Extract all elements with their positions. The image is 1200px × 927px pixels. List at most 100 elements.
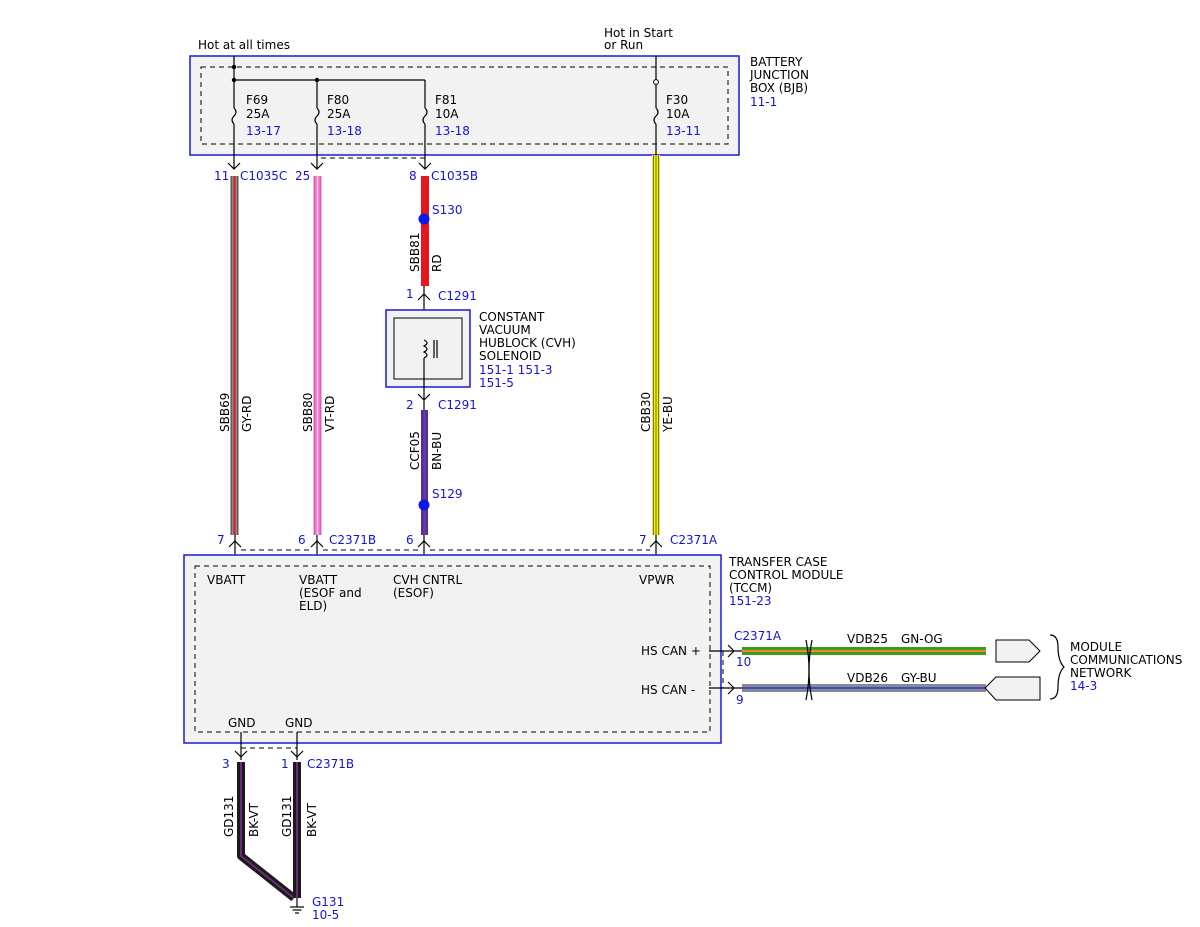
wire-sbb80-color: VT-RD [323,396,337,432]
gnd-b-label: GND [285,716,313,730]
bjb-title-1: BATTERY [750,55,803,69]
connector-chevron-icon [227,162,432,170]
tccm-pin-vbatt-esof: 6 [298,533,306,547]
network-arrow-minus-icon [984,676,1041,701]
tccm-pin-cvh: 6 [406,533,414,547]
wire-sbb81-color: RD [430,254,444,272]
splice-s129-label: S129 [432,487,463,501]
fuse-icon [231,107,659,125]
fuse-f30-rating: 10A [666,107,690,121]
tccm-pin-vpwr: 7 [639,533,647,547]
tccm-ref: 151-23 [729,594,772,608]
fuse-f80-rating: 25A [327,107,351,121]
pin-25: 25 [295,169,310,183]
splice-s130-label: S130 [432,203,463,217]
fuse-f81-name: F81 [435,93,457,107]
wire-ccf05 [421,410,428,535]
wire-vdb26-circuit: VDB26 [847,671,888,685]
tccm-vbatt2-1: VBATT [299,573,338,587]
gnd-a-label: GND [228,716,256,730]
c1291-pin2: 2 [406,398,414,412]
hs-can-plus: HS CAN + [641,644,701,658]
can-connector-label: C2371A [734,629,782,643]
wire-cbb30-circuit: CBB30 [639,392,653,432]
cvh-title-2: VACUUM [479,323,531,337]
network-arrow-plus-icon [995,639,1041,663]
wire-gd131-circuit-b: GD131 [280,796,294,837]
wire-sbb81 [421,176,429,286]
network-brace-icon [1049,634,1065,700]
solenoid-coil-icon [422,339,438,359]
gnd-pin-a: 3 [222,757,230,771]
c1291-label-bottom: C1291 [438,398,477,412]
wire-ccf05-color: BN-BU [430,432,444,470]
wire-vdb26-color: GY-BU [901,671,937,685]
fuse-f30-ref: 13-11 [666,124,701,138]
bjb-title-3: BOX (BJB) [750,81,808,95]
splice-s130-icon [418,213,430,225]
wire-cbb30 [652,155,660,535]
network-label-3: NETWORK [1070,666,1133,680]
cvh-solenoid [385,309,471,388]
cvh-title-1: CONSTANT [479,310,545,324]
tccm-title-1: TRANSFER CASE [728,555,827,569]
fuse-f69-name: F69 [246,93,268,107]
cvh-ref-2: 151-5 [479,376,514,390]
wire-sbb80-circuit: SBB80 [301,393,315,432]
wire-vdb25 [742,647,986,655]
wire-ccf05-circuit: CCF05 [408,431,422,470]
fuse-f30-name: F30 [666,93,688,107]
tccm-c2371a-label: C2371A [670,533,718,547]
bjb-title-2: JUNCTION [749,68,809,82]
splice-s129-icon [418,499,430,511]
network-label-1: MODULE [1070,640,1122,654]
fuse-f80-ref: 13-18 [327,124,362,138]
ground-ref: 10-5 [312,908,339,922]
network-label-2: COMMUNICATIONS [1070,653,1182,667]
wire-sbb80 [313,176,322,535]
wire-sbb69-color: GY-RD [240,395,254,432]
ground-icon [290,898,304,914]
fuse-f69-ref: 13-17 [246,124,281,138]
wire-gd131-color-b: BK-VT [305,802,319,837]
c1035c-pin: 11 [214,169,229,183]
twisted-pair-icon [805,639,813,701]
can-pin-plus: 10 [736,655,751,669]
tccm-cvh-cntrl-2: (ESOF) [393,586,434,600]
ground-chevron-icon [234,750,304,758]
fuse-f69-rating: 25A [246,107,270,121]
tccm-vbatt: VBATT [207,573,246,587]
wire-vdb25-circuit: VDB25 [847,632,888,646]
tccm-connector-chevron-icon [228,540,663,548]
tccm-title-3: (TCCM) [729,581,772,595]
can-pin-minus: 9 [736,693,744,707]
battery-junction-box: Hot at all times Hot in Start or Run BAT… [189,26,809,168]
wire-cbb30-color: YE-BU [661,396,675,433]
tccm-vpwr: VPWR [639,573,675,587]
hot-in-start-label-2: or Run [604,38,643,52]
tccm-c2371b-label: C2371B [329,533,376,547]
c1291-pin1: 1 [406,287,414,301]
tccm-pin-vbatt: 7 [217,533,225,547]
tccm-vbatt2-2: (ESOF and [299,586,362,600]
hs-can-minus: HS CAN - [641,683,695,697]
wire-sbb69 [230,176,239,535]
wire-sbb69-circuit: SBB69 [218,393,232,432]
wire-gd131-color-a: BK-VT [247,802,261,837]
bjb-ref: 11-1 [750,95,777,109]
c1291-pin2-chevron-icon [417,393,431,401]
fuse-f81-rating: 10A [435,107,459,121]
c1035b-label: C1035B [431,169,478,183]
wire-gd131 [237,762,301,902]
wire-vdb25-color: GN-OG [901,632,943,646]
fuse-f80-name: F80 [327,93,349,107]
cvh-title-4: SOLENOID [479,349,542,363]
wire-sbb81-circuit: SBB81 [408,233,422,272]
wire-gd131-circuit-a: GD131 [222,796,236,837]
tccm-vbatt2-3: ELD) [299,599,327,613]
c1035c-label: C1035C [240,169,287,183]
tccm-module [183,554,722,744]
cvh-title-3: HUBLOCK (CVH) [479,336,576,350]
hot-at-all-times-label: Hot at all times [198,38,290,52]
